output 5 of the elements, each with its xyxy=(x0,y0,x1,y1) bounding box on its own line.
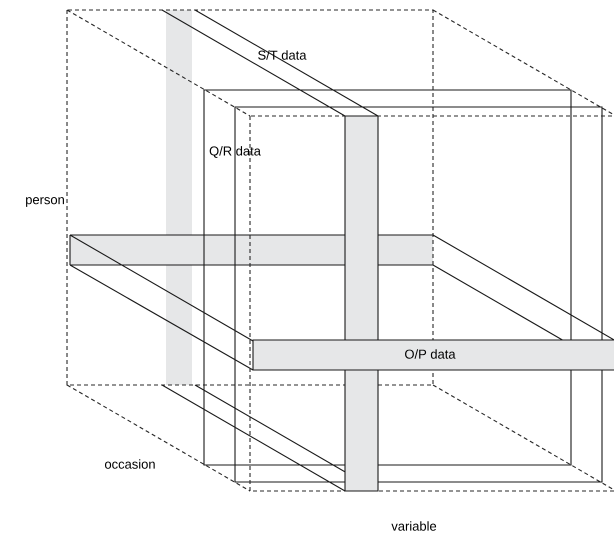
axis-label: person xyxy=(26,197,64,207)
axis-label: variable xyxy=(391,521,436,531)
slab-label: Q/R data xyxy=(210,146,261,158)
slab-label: O/P data xyxy=(405,349,456,359)
axis-label: occasion xyxy=(105,459,155,469)
